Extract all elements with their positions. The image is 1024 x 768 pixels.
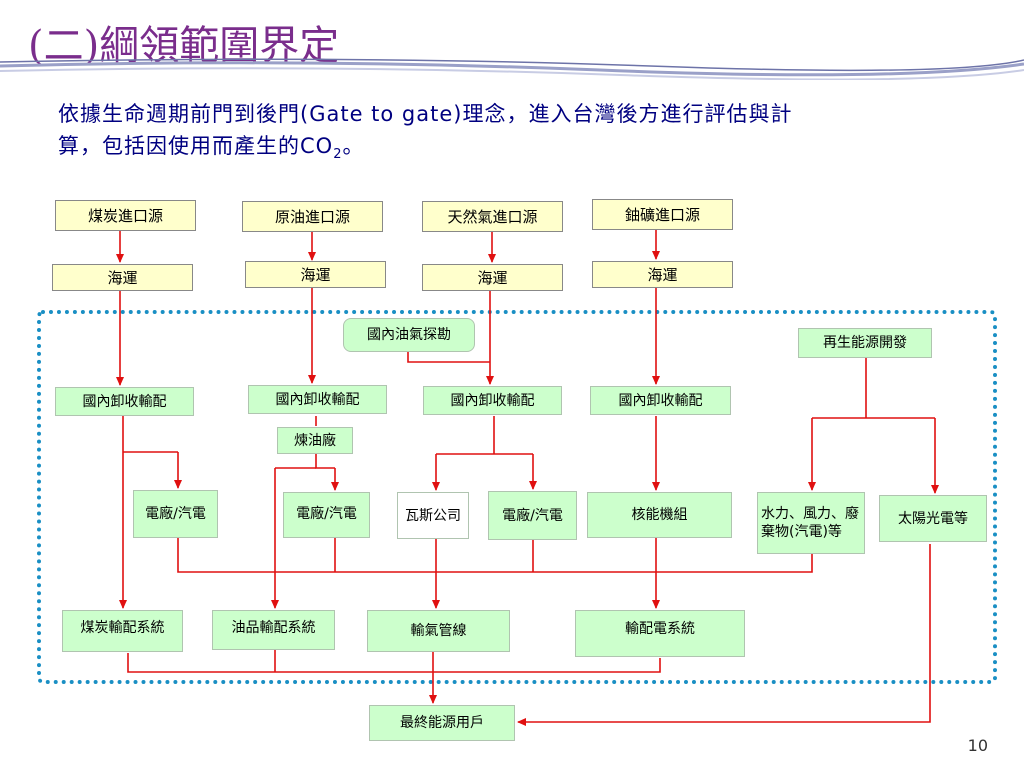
body-line-2: 算，包括因使用而產生的CO <box>58 134 334 158</box>
refinery: 煉油廠 <box>277 427 353 454</box>
power-plant-oil: 電廠/汽電 <box>283 492 370 538</box>
power-plant-gas: 電廠/汽電 <box>488 491 577 540</box>
page-number: 10 <box>967 736 988 755</box>
shipping-coal: 海運 <box>52 264 193 291</box>
power-plant-coal: 電廠/汽電 <box>133 490 218 538</box>
body-text: 依據生命週期前門到後門(Gate to gate)理念，進入台灣後方進行評估與計… <box>58 98 968 171</box>
nuclear-units: 核能機組 <box>587 492 732 538</box>
oil-distribution: 油品輸配系統 <box>212 610 335 650</box>
coal-distribution: 煤炭輸配系統 <box>62 610 183 652</box>
gas-import-source: 天然氣進口源 <box>422 201 563 232</box>
oil-import-source: 原油進口源 <box>242 201 383 232</box>
uranium-import-source: 鈾礦進口源 <box>592 199 733 230</box>
unloading-coal: 國內卸收輸配 <box>55 387 194 416</box>
coal-import-source: 煤炭進口源 <box>55 200 196 231</box>
unloading-gas: 國內卸收輸配 <box>423 386 562 415</box>
hydro-wind-waste: 水力、風力、廢棄物(汽電)等 <box>757 492 865 554</box>
taiwan-boundary-frame <box>37 310 997 684</box>
shipping-uranium: 海運 <box>592 261 733 288</box>
renewable-development: 再生能源開發 <box>798 328 932 358</box>
co2-subscript: 2 <box>333 147 343 163</box>
solar-pv: 太陽光電等 <box>879 495 987 542</box>
unloading-uranium: 國內卸收輸配 <box>590 386 731 415</box>
title-underline <box>0 58 1024 80</box>
shipping-gas: 海運 <box>422 264 563 291</box>
body-line-1: 依據生命週期前門到後門(Gate to gate)理念，進入台灣後方進行評估與計 <box>58 102 793 126</box>
power-grid: 輸配電系統 <box>575 610 745 657</box>
gas-pipeline: 輸氣管線 <box>367 610 510 652</box>
shipping-oil: 海運 <box>245 261 386 288</box>
unloading-oil: 國內卸收輸配 <box>248 385 387 414</box>
final-energy-users: 最終能源用戶 <box>369 705 515 741</box>
domestic-exploration: 國內油氣探勘 <box>343 318 475 352</box>
body-line-2-end: 。 <box>342 134 365 158</box>
gas-company: 瓦斯公司 <box>397 492 469 539</box>
